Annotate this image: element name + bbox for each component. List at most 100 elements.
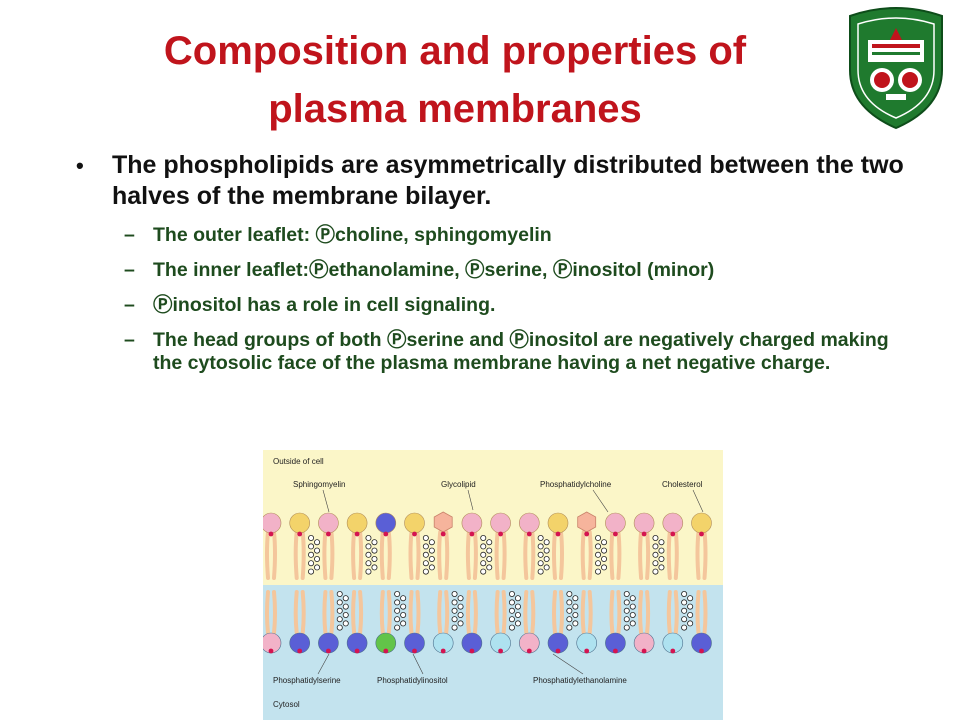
phosphatidylcholine-label: Phosphatidylcholine bbox=[540, 480, 612, 489]
cholesterol-ring bbox=[629, 620, 636, 627]
cholesterol-ring bbox=[658, 547, 665, 554]
cholesterol-ring bbox=[336, 590, 343, 597]
cholesterol-ring bbox=[394, 590, 401, 597]
cholesterol-ring bbox=[566, 624, 573, 631]
tail bbox=[580, 590, 586, 635]
phosphate-dot bbox=[498, 648, 503, 654]
tail bbox=[437, 590, 443, 635]
phosphate-dot bbox=[613, 648, 618, 654]
cholesterol-ring bbox=[687, 595, 694, 602]
phosphate-dot bbox=[326, 531, 331, 537]
cholesterol-ring bbox=[572, 611, 579, 618]
tail bbox=[695, 590, 701, 635]
tail bbox=[351, 530, 357, 580]
sub-point-1: – The outer leaflet: Ⓟcholine, sphingomy… bbox=[124, 224, 904, 247]
tail bbox=[329, 590, 335, 635]
tail bbox=[702, 590, 708, 635]
main-bullet: • The phospholipids are asymmetrically d… bbox=[76, 150, 936, 212]
phosphate-dot bbox=[526, 648, 532, 654]
lipid-head bbox=[263, 512, 282, 534]
cholesterol-ring bbox=[451, 590, 458, 597]
cholesterol-ring bbox=[652, 560, 659, 567]
phosphate-dot bbox=[383, 531, 389, 537]
cholesterol-ring bbox=[308, 568, 315, 575]
phosphate-dot bbox=[469, 648, 475, 654]
cholesterol-ring bbox=[595, 543, 602, 550]
tail bbox=[616, 530, 622, 580]
sub-marker: – bbox=[124, 259, 135, 281]
tail bbox=[559, 590, 564, 635]
cholesterol-ring bbox=[342, 595, 349, 602]
cholesterol-ring bbox=[537, 535, 544, 542]
title-line-2: plasma membranes bbox=[268, 87, 642, 131]
cholesterol-ring bbox=[314, 564, 321, 571]
tail bbox=[530, 590, 536, 635]
phosphate-dot bbox=[555, 531, 561, 537]
lipid-head bbox=[662, 512, 684, 534]
tail bbox=[300, 530, 306, 580]
phosphatidylethanolamine-label: Phosphatidylethanolamine bbox=[533, 676, 627, 685]
cholesterol-label: Cholesterol bbox=[662, 480, 703, 489]
tail bbox=[329, 530, 335, 580]
cholesterol-ring bbox=[652, 535, 659, 542]
phosphate-dot bbox=[498, 531, 503, 537]
cholesterol-ring bbox=[428, 547, 435, 554]
cholesterol-molecules bbox=[308, 535, 694, 631]
cholesterol-ring bbox=[595, 551, 602, 558]
cholesterol-ring bbox=[681, 590, 688, 597]
phosphate-dot bbox=[440, 648, 446, 654]
cholesterol-ring bbox=[623, 616, 630, 623]
tail bbox=[351, 590, 357, 635]
glycolipid-label: Glycolipid bbox=[441, 480, 476, 489]
phosphate-dot bbox=[383, 648, 389, 654]
cholesterol-ring bbox=[480, 568, 487, 575]
phosphate-dot bbox=[526, 531, 532, 537]
tail bbox=[265, 530, 270, 580]
leader-line bbox=[317, 653, 330, 675]
cholesterol-ring bbox=[365, 543, 372, 550]
tail bbox=[530, 530, 536, 580]
tail bbox=[523, 530, 529, 580]
cytosol-label: Cytosol bbox=[273, 700, 300, 709]
tail bbox=[666, 530, 672, 580]
cholesterol-ring bbox=[400, 611, 407, 618]
label-leader-lines bbox=[317, 489, 704, 675]
cholesterol-ring bbox=[508, 599, 515, 606]
leader-line bbox=[692, 489, 704, 513]
tail bbox=[408, 590, 414, 635]
cholesterol-ring bbox=[629, 603, 636, 610]
tail bbox=[272, 590, 277, 635]
cholesterol-ring bbox=[623, 624, 630, 631]
tail bbox=[322, 530, 328, 580]
cholesterol-ring bbox=[658, 556, 665, 563]
cholesterol-ring bbox=[314, 556, 321, 563]
outside-label: Outside of cell bbox=[273, 457, 324, 466]
tail bbox=[272, 530, 277, 580]
cholesterol-ring bbox=[687, 603, 694, 610]
lipid-head bbox=[375, 512, 397, 534]
lipid-head bbox=[318, 512, 339, 534]
tail bbox=[666, 590, 672, 635]
phosphate-dot bbox=[670, 531, 676, 537]
cholesterol-ring bbox=[480, 543, 487, 550]
lipid-head bbox=[490, 512, 511, 534]
cholesterol-ring bbox=[543, 547, 550, 554]
cholesterol-ring bbox=[566, 616, 573, 623]
cholesterol-ring bbox=[508, 590, 515, 597]
leader-line bbox=[322, 489, 330, 513]
cholesterol-ring bbox=[451, 607, 458, 614]
sphingomyelin-label: Sphingomyelin bbox=[293, 480, 345, 489]
cholesterol-ring bbox=[652, 551, 659, 558]
cholesterol-ring bbox=[537, 551, 544, 558]
cholesterol-ring bbox=[457, 620, 464, 627]
cholesterol-ring bbox=[451, 599, 458, 606]
cholesterol-ring bbox=[486, 556, 493, 563]
cholesterol-ring bbox=[371, 547, 378, 554]
cholesterol-ring bbox=[652, 543, 659, 550]
cholesterol-ring bbox=[514, 603, 521, 610]
cholesterol-ring bbox=[422, 535, 429, 542]
sub-point-text: The outer leaflet: Ⓟcholine, sphingomyel… bbox=[153, 224, 552, 246]
cholesterol-ring bbox=[623, 599, 630, 606]
cholesterol-ring bbox=[486, 547, 493, 554]
cholesterol-ring bbox=[428, 556, 435, 563]
